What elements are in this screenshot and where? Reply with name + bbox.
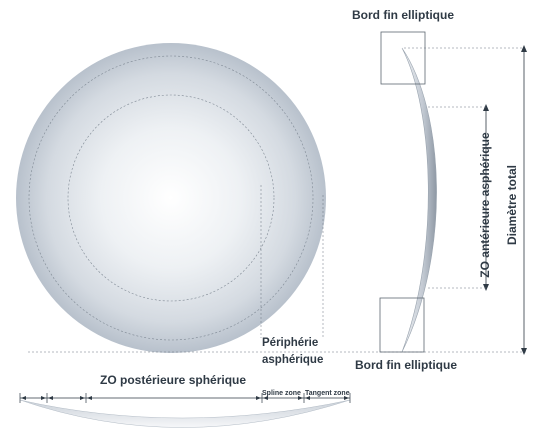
diametre-arrow-bottom bbox=[521, 348, 527, 355]
outer-zone-ring bbox=[28, 55, 314, 341]
periphery-label-line1: Périphérie bbox=[262, 337, 319, 349]
optical-zone-ring bbox=[67, 94, 275, 302]
diametre-total-label: Diamètre total bbox=[505, 164, 519, 246]
zo-anterieure-label: ZO antérieure asphérique bbox=[478, 132, 492, 278]
bord-fin-top-label: Bord fin elliptique bbox=[352, 8, 454, 22]
lens-front-view bbox=[16, 43, 326, 353]
zo-posterieure-label: ZO postérieure sphérique bbox=[100, 373, 247, 387]
periphery-label-line2: asphérique bbox=[262, 354, 324, 366]
bord-fin-bottom-label: Bord fin elliptique bbox=[355, 358, 457, 372]
lens-bottom-section bbox=[19, 399, 351, 428]
spline-zone-label: Spline zone bbox=[262, 390, 301, 397]
tangent-zone-label: Tangent zone bbox=[305, 390, 350, 397]
diametre-arrow-top bbox=[521, 45, 527, 52]
zone-dimension-line bbox=[19, 393, 351, 403]
periphery-label: Périphérie asphérique bbox=[262, 335, 323, 369]
zo-anterieure-arrow-top bbox=[483, 104, 489, 111]
lens-disc bbox=[16, 43, 326, 353]
zo-anterieure-arrow-bottom bbox=[483, 284, 489, 291]
edge-detail-box-top bbox=[380, 31, 426, 85]
edge-detail-box-bottom bbox=[379, 297, 425, 353]
lens-profile-section bbox=[401, 47, 437, 353]
